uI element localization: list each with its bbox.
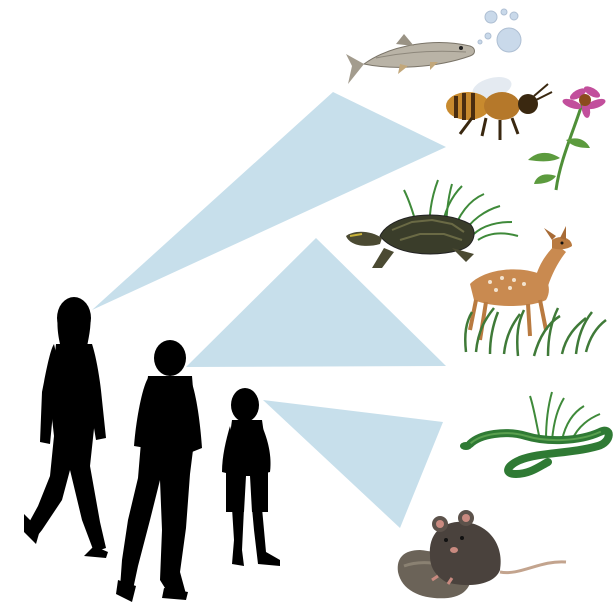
fish-icon bbox=[346, 34, 475, 84]
rat-icon bbox=[430, 510, 566, 585]
bubble bbox=[501, 9, 507, 15]
bubble bbox=[497, 28, 521, 52]
grass-icon bbox=[465, 308, 606, 356]
bubble bbox=[485, 33, 491, 39]
man-silhouette bbox=[116, 340, 202, 602]
woman-silhouette bbox=[24, 297, 108, 558]
bubble bbox=[510, 12, 518, 20]
honeybee-icon bbox=[446, 73, 552, 140]
bubble bbox=[478, 40, 482, 44]
turtle-icon bbox=[346, 215, 474, 268]
coneflower-icon bbox=[528, 84, 607, 190]
child-silhouette bbox=[222, 388, 280, 566]
bubbles bbox=[478, 9, 521, 52]
beam-man-to-turtle-deer bbox=[186, 238, 446, 367]
snake-icon bbox=[460, 431, 609, 474]
beam-woman-to-fish-bee bbox=[92, 92, 446, 310]
beam-child-to-snake-rat bbox=[263, 400, 443, 528]
bubble bbox=[485, 11, 497, 23]
